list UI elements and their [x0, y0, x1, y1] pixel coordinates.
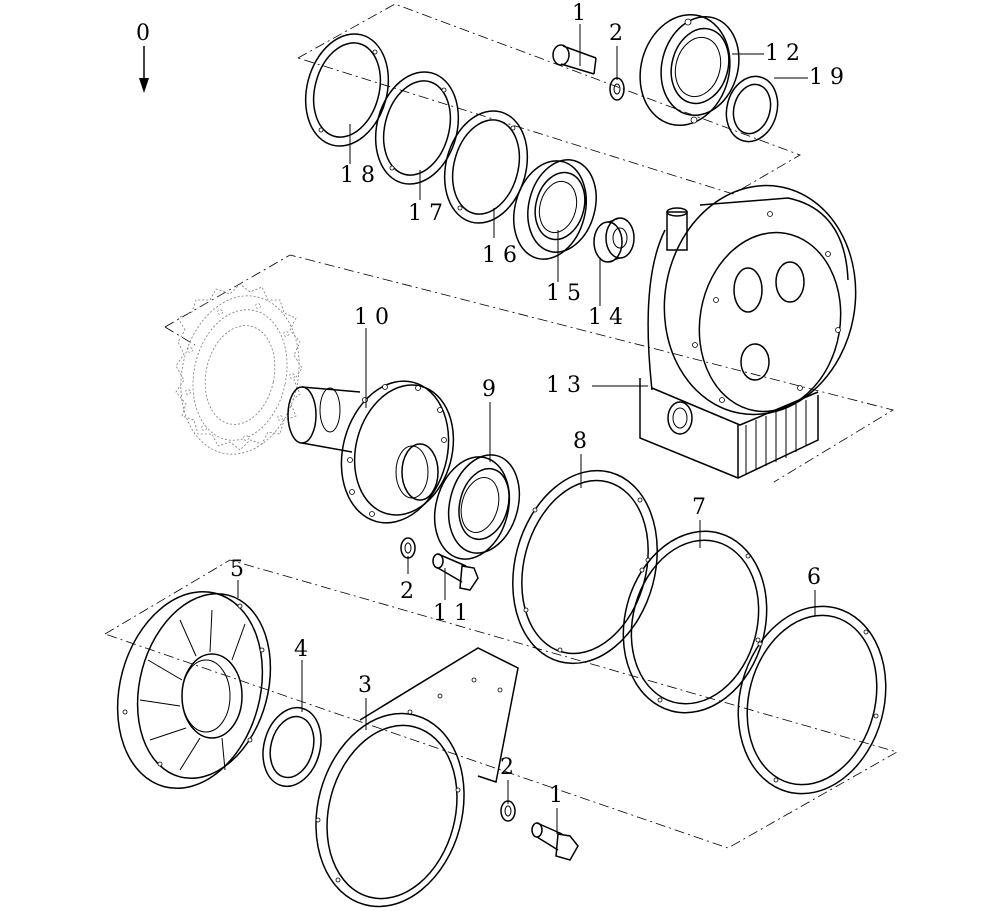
callout-label: 3 [358, 673, 372, 698]
callout-label: 4 [294, 637, 308, 662]
callout-label: 1 [572, 1, 586, 26]
callout-label: 1 2 [765, 41, 800, 66]
callout-label: 1 4 [588, 305, 623, 330]
ghost-sprocket [175, 283, 303, 455]
callout-label: 1 1 [433, 601, 468, 626]
part-18-shim [304, 33, 390, 147]
callout-label: 2 [500, 755, 514, 780]
part-5-flange-cover [116, 590, 272, 790]
part-2-washer-top [609, 77, 625, 101]
part-1-bolt-bottom [531, 822, 579, 861]
callout-label: 1 3 [546, 373, 581, 398]
part-4-seal-ring [262, 706, 322, 788]
callout-label: 8 [573, 429, 587, 454]
part-17-shim [374, 71, 460, 185]
view-direction-marker: 0 [136, 21, 150, 93]
callout-label: 1 9 [809, 65, 844, 90]
callout-label: 2 [400, 579, 414, 604]
callout-label: 1 5 [546, 281, 581, 306]
callout-label: 1 8 [340, 163, 375, 188]
part-1-bolt-top [552, 44, 597, 75]
part-16-shim [443, 110, 529, 224]
part-11-bolt [432, 553, 479, 591]
assembly-envelope-lines [104, 3, 899, 849]
part-13-gear-housing [639, 184, 857, 479]
part-9-bearing [433, 454, 521, 560]
callout-label: 1 6 [482, 243, 517, 268]
part-10-flanged-shaft [287, 380, 455, 524]
part-19-seal-ring [725, 75, 779, 143]
view-marker-label: 0 [136, 21, 150, 46]
callout-label: 9 [482, 377, 496, 402]
callout-label: 7 [692, 495, 706, 520]
callouts: 1 2 1 2 1 9 1 8 1 7 1 6 1 5 1 4 1 0 1 3 … [230, 1, 844, 834]
part-3-gasket-bracket [315, 647, 519, 908]
callout-label: 1 7 [408, 201, 443, 226]
part-15-bearing [513, 159, 597, 260]
callout-label: 2 [609, 21, 623, 46]
callout-label: 6 [807, 565, 821, 590]
part-12-seal-housing [639, 13, 740, 127]
part-6-gasket [737, 605, 887, 795]
part-14-nut [593, 217, 635, 263]
callout-label: 1 0 [354, 305, 389, 330]
part-7-gasket [622, 530, 768, 714]
part-8-gasket [512, 469, 658, 665]
callout-label: 1 [549, 783, 563, 808]
callout-label: 5 [230, 557, 244, 582]
part-2-washer-middle [400, 537, 416, 559]
